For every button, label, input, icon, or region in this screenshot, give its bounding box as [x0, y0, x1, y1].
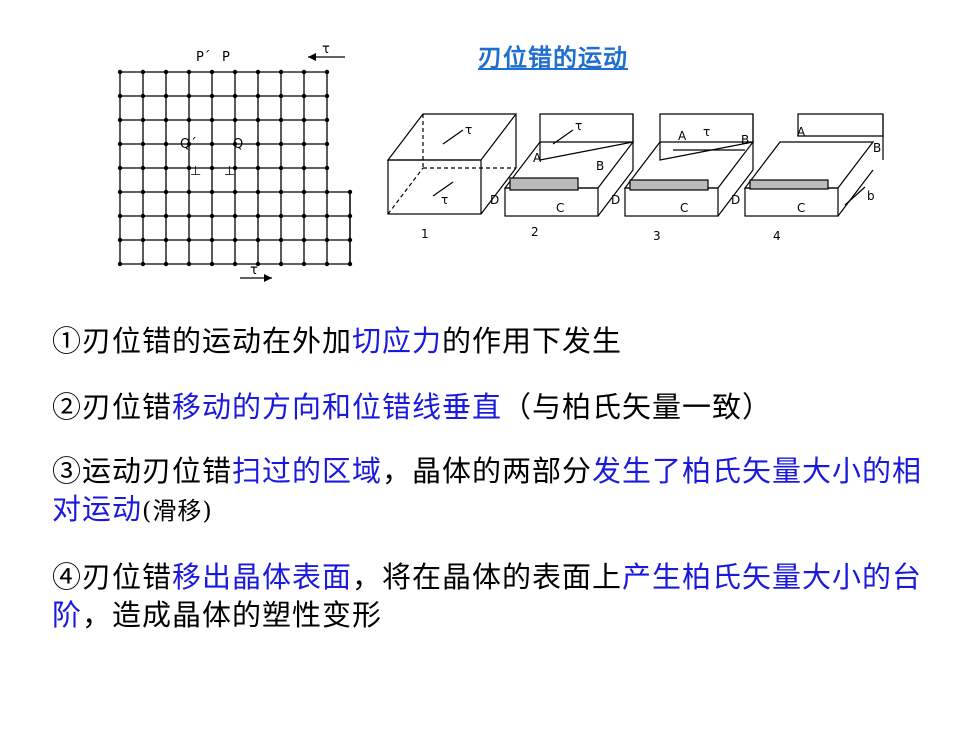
arrow-right-icon: [264, 274, 272, 282]
body-text: (滑移): [142, 497, 213, 525]
paragraph-2: ②刃位错移动的方向和位错线垂直（与柏氏矢量一致）: [52, 388, 952, 426]
block-num-2: 2: [531, 225, 539, 239]
tau-3: τ: [703, 125, 710, 139]
block-3: [623, 113, 755, 217]
label-b-4: B: [873, 141, 881, 155]
highlight-text: 产生柏氏矢量大小的台阶: [52, 560, 923, 632]
label-b-3: B: [741, 133, 749, 147]
paragraph-4: ④刃位错移出晶体表面，将在晶体的表面上产生柏氏矢量大小的台阶，造成晶体的塑性变形: [52, 558, 952, 634]
block-num-1: 1: [421, 227, 429, 241]
body-text: （与柏氏矢量一致）: [502, 390, 773, 424]
label-a-2: A: [533, 151, 542, 165]
label-c-4: C: [797, 201, 805, 215]
body-text: ③运动刃位错: [52, 454, 233, 488]
label-tau-top: τ: [322, 42, 330, 57]
tau-1b: τ: [441, 193, 448, 207]
body-text: 的作用下发生: [442, 324, 623, 358]
highlight-text: 扫过的区域: [232, 454, 383, 488]
highlight-text: 切应力: [352, 324, 443, 358]
body-text: ②刃位错: [52, 390, 173, 424]
tau-2: τ: [575, 119, 582, 133]
arrow-left-icon: [308, 53, 316, 61]
label-p-prime: P´: [196, 50, 210, 65]
label-tau-bottom: τ: [250, 263, 258, 278]
label-p: P: [222, 50, 230, 65]
slide-title: 刃位错的运动: [478, 44, 628, 72]
label-a-3: A: [678, 129, 687, 143]
body-text: ，晶体的两部分: [382, 454, 593, 488]
label-d-3: D: [611, 193, 620, 207]
highlight-text: 发生了柏氏矢量大小的相对运动: [52, 454, 923, 526]
paragraph-3: ③运动刃位错扫过的区域，晶体的两部分发生了柏氏矢量大小的相对运动(滑移): [52, 452, 952, 530]
label-a-4: A: [797, 125, 806, 139]
block-2: [503, 113, 635, 217]
label-q: Q: [233, 137, 243, 152]
tau-1a: τ: [465, 123, 472, 137]
body-text: ，造成晶体的塑性变形: [82, 598, 383, 632]
highlight-text: 移出晶体表面: [172, 560, 353, 594]
highlight-text: 移动的方向和位错线垂直: [172, 390, 503, 424]
label-d-4: D: [731, 193, 740, 207]
label-b-small: b: [867, 189, 875, 203]
body-text: ，将在晶体的表面上: [352, 560, 623, 594]
label-d-2: D: [490, 193, 499, 207]
block-num-3: 3: [653, 229, 661, 243]
block-1: [386, 113, 518, 215]
label-c-3: C: [680, 201, 688, 215]
perp-right: ⊥: [224, 164, 235, 179]
block-4: [743, 113, 884, 217]
slip-blocks-diagram: τ τ τ τ A B D C A B D C A B D C b 1 2 3 …: [386, 113, 884, 243]
lattice-diagram: P´ P Q´ Q τ τ ⊥ ⊥: [117, 42, 353, 282]
label-q-prime: Q´: [180, 137, 197, 152]
body-text: ④刃位错: [52, 560, 173, 594]
label-c-2: C: [556, 201, 564, 215]
paragraph-1: ①刃位错的运动在外加切应力的作用下发生: [52, 322, 952, 360]
perp-left: ⊥: [190, 164, 201, 179]
body-text: ①刃位错的运动在外加: [52, 324, 353, 358]
block-num-4: 4: [773, 229, 781, 243]
label-b-2: B: [596, 159, 604, 173]
